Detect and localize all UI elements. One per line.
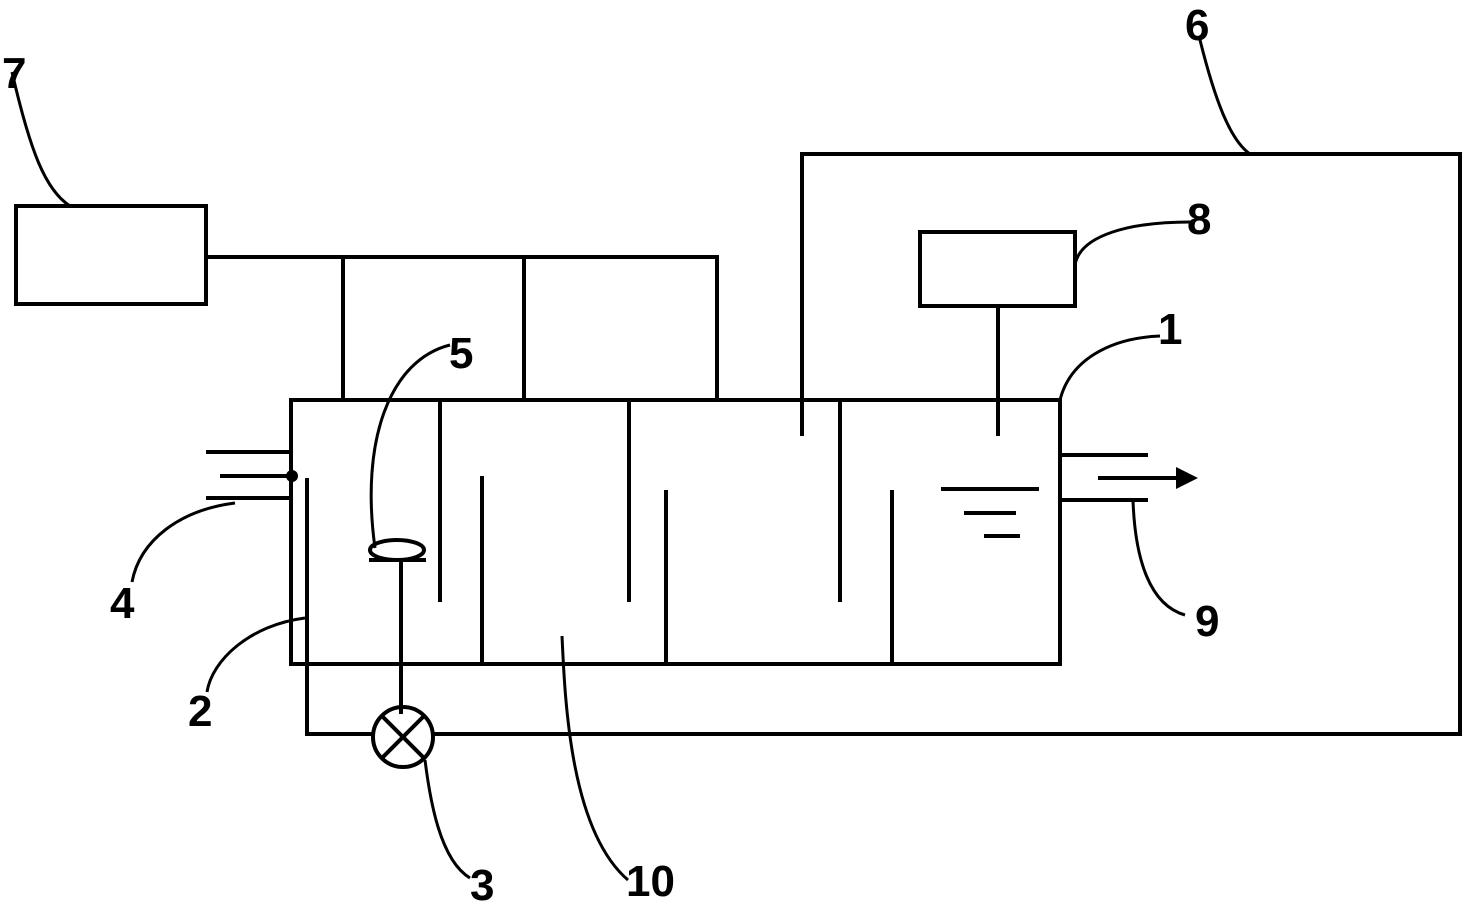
label-6: 6 xyxy=(1185,1,1209,50)
aeration-unit-box xyxy=(14,204,208,306)
label-10: 10 xyxy=(626,857,675,906)
label-5: 5 xyxy=(449,329,473,378)
label-1: 1 xyxy=(1158,305,1182,354)
leader-lines xyxy=(10,39,1251,882)
label-9: 9 xyxy=(1195,597,1219,646)
water-level-symbol xyxy=(941,487,1039,538)
inlet-pipe xyxy=(206,450,298,500)
return-pipe xyxy=(305,152,1462,736)
controller-box xyxy=(918,230,1077,308)
label-4: 4 xyxy=(110,579,135,628)
float-valve xyxy=(368,538,426,714)
label-2: 2 xyxy=(188,687,212,736)
pump-icon xyxy=(371,705,435,769)
label-8: 8 xyxy=(1187,195,1211,244)
tank-baffles xyxy=(438,398,894,666)
label-7: 7 xyxy=(2,49,26,98)
label-3: 3 xyxy=(470,861,494,910)
reaction-tank xyxy=(289,398,1062,666)
outlet-pipe xyxy=(1060,453,1198,502)
